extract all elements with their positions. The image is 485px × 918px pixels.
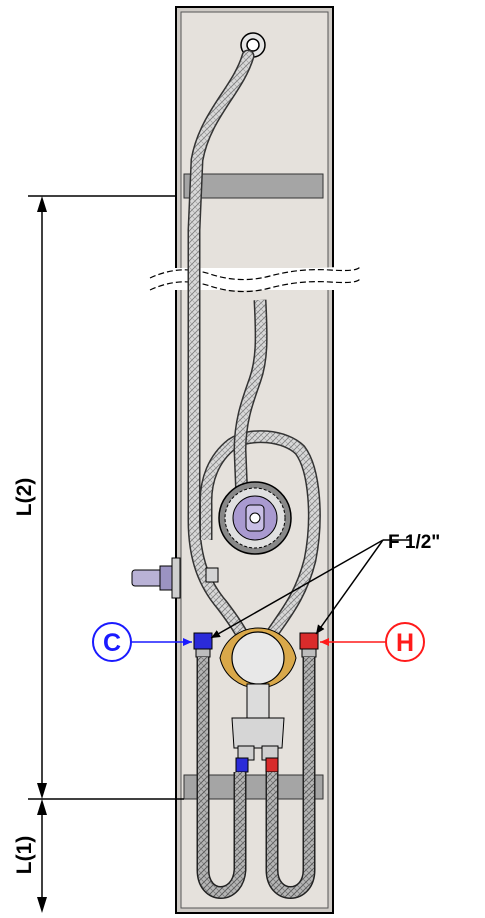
upper-bracket	[183, 173, 324, 199]
length-lower-label: L(1)	[13, 836, 36, 875]
hot-marker	[320, 622, 425, 662]
connection-size-label: F 1/2"	[388, 532, 440, 553]
cold-marker	[92, 622, 192, 662]
rotary-diverter	[218, 481, 292, 555]
dimension-upper	[28, 195, 184, 800]
thermostatic-mixer	[219, 627, 297, 761]
dimension-lower	[37, 799, 47, 913]
hot-marker-label: H	[396, 629, 414, 657]
length-upper-label: L(2)	[13, 478, 36, 517]
side-outlet-valve	[131, 557, 219, 599]
cold-marker-label: C	[103, 629, 121, 657]
hot-inlet-fitting	[265, 632, 319, 773]
break-lines	[149, 265, 361, 293]
connection-callout	[210, 539, 410, 639]
